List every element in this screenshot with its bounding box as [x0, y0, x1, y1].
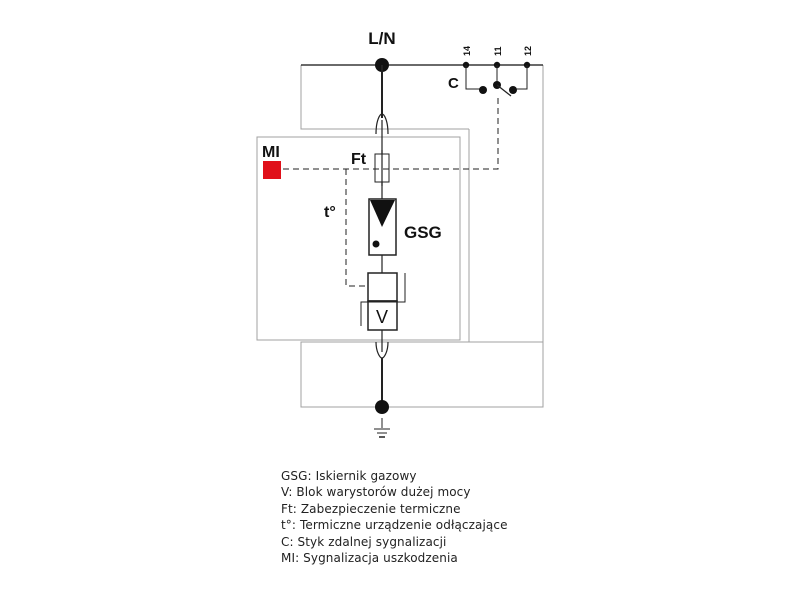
- terminal-12-label: 12: [523, 46, 533, 56]
- temp-label: t°: [324, 204, 336, 221]
- legend-item-c: C: Styk zdalnej sygnalizacji: [281, 534, 447, 549]
- base-frame: [300, 341, 544, 408]
- ground-node: [375, 400, 389, 414]
- mi-indicator: [263, 161, 281, 179]
- legend-item-gsg: GSG: Iskiernik gazowy: [281, 469, 417, 483]
- contact-label: C: [448, 75, 459, 92]
- ft-label: Ft: [351, 151, 367, 168]
- thermal-dashed-line: [345, 169, 368, 287]
- gsg-triangle: [370, 200, 395, 227]
- gsg-label: GSG: [404, 223, 442, 242]
- gsg-dot: [372, 240, 380, 248]
- legend-item-v: V: Blok warystorów dużej mocy: [281, 485, 471, 500]
- remote-contact: [462, 61, 531, 97]
- legend-item-temp: t°: Termiczne urządzenie odłączające: [281, 518, 508, 533]
- legend: GSG: Iskiernik gazowy V: Blok warystorów…: [281, 468, 508, 566]
- mi-label: MI: [262, 144, 280, 161]
- signal-dashed-line: [273, 96, 499, 170]
- legend-item-mi: MI: Sygnalizacja uszkodzenia: [281, 551, 458, 566]
- ground-icon: [374, 418, 390, 438]
- varistor-body: [367, 300, 398, 331]
- terminal-14-label: 14: [462, 46, 472, 56]
- module-frame: [256, 136, 461, 341]
- outer-frame-top: [300, 65, 469, 130]
- v-label: V: [376, 307, 388, 327]
- terminal-11-label: 11: [493, 46, 503, 56]
- varistor-upper: [367, 272, 398, 302]
- varistor-slash: [360, 273, 406, 326]
- legend-item-ft: Ft: Zabezpieczenie termiczne: [281, 501, 461, 516]
- crossover-top: [375, 113, 389, 135]
- ln-label: L/N: [368, 29, 395, 48]
